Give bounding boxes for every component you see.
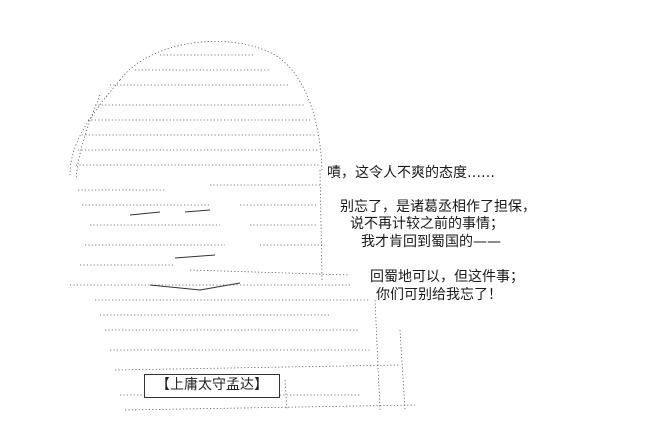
dialogue-line-2: 别忘了，是诸葛丞相作了担保，: [340, 199, 536, 215]
dialogue-line-3: 说不再计较之前的事情；: [350, 216, 504, 232]
dialogue-line-1: 嘖，这令人不爽的态度……: [327, 165, 495, 181]
dialogue-line-5: 回蜀地可以，但这件事；: [370, 269, 524, 285]
speaker-caption: 【上庸太守孟达】: [144, 374, 280, 398]
dialogue-line-4: 我才肯回到蜀国的——: [361, 234, 501, 250]
dialogue-line-6: 你们可别给我忘了！: [376, 287, 502, 303]
